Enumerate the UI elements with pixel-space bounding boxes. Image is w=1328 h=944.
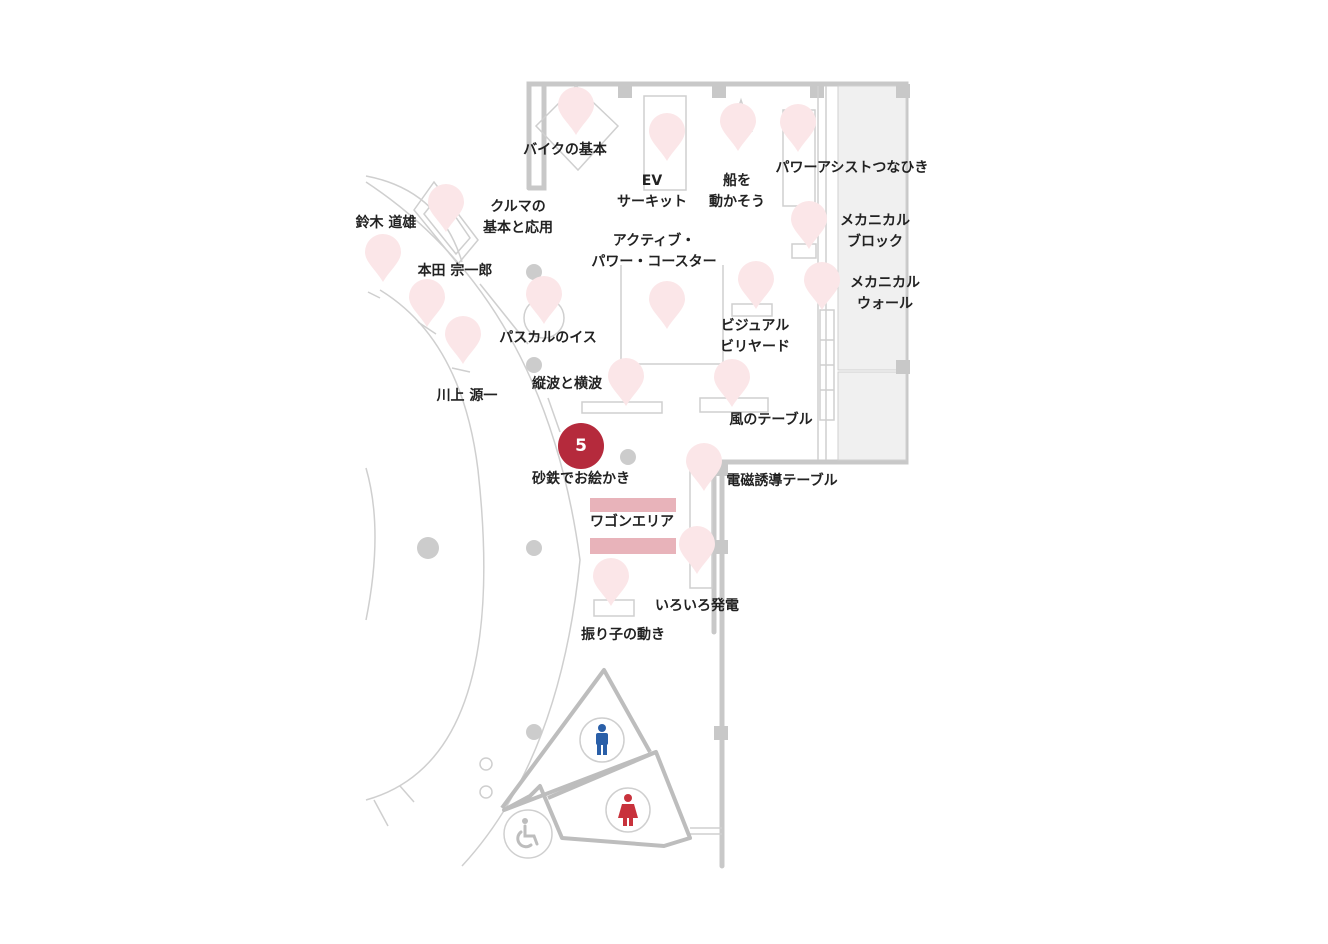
side-panel-lower bbox=[837, 371, 907, 461]
label-line: 本田 宗一郎 bbox=[417, 263, 493, 279]
label-power-assist[interactable]: パワーアシストつなひき bbox=[776, 158, 929, 179]
label-line: 縦波と横波 bbox=[532, 376, 602, 392]
wagon-area-bar-bottom bbox=[590, 538, 676, 554]
label-mechanical-wall[interactable]: メカニカルウォール bbox=[850, 273, 920, 315]
exhibit-pin-icon[interactable] bbox=[409, 279, 445, 327]
label-wagon-area[interactable]: ワゴンエリア bbox=[590, 512, 674, 533]
label-visual-billiards[interactable]: ビジュアルビリヤード bbox=[720, 316, 790, 358]
label-line: メカニカル bbox=[850, 275, 920, 291]
exhibit-pin-icon[interactable] bbox=[428, 184, 464, 232]
label-line: ビリヤード bbox=[720, 339, 790, 355]
label-em-table[interactable]: 電磁誘導テーブル bbox=[726, 471, 837, 492]
exhibit-pin-icon[interactable] bbox=[714, 359, 750, 407]
exhibit-pin-icon[interactable] bbox=[445, 316, 481, 364]
exhibit-pin-icon[interactable] bbox=[608, 358, 644, 406]
exhibit-pin-icon[interactable] bbox=[804, 262, 840, 310]
label-line: ブロック bbox=[847, 234, 903, 250]
label-line: バイクの基本 bbox=[523, 142, 607, 158]
restroom-walls bbox=[500, 668, 692, 848]
wheelchair-icon bbox=[516, 818, 539, 849]
label-waves[interactable]: 縦波と横波 bbox=[532, 374, 602, 395]
exhibit-pin-icon[interactable] bbox=[649, 281, 685, 329]
label-honda[interactable]: 本田 宗一郎 bbox=[418, 261, 493, 282]
label-car-basics[interactable]: クルマの基本と応用 bbox=[483, 197, 553, 239]
exhibit-pin-icon[interactable] bbox=[780, 104, 816, 152]
label-line: ウォール bbox=[857, 296, 913, 312]
label-iron-sand[interactable]: 砂鉄でお絵かき bbox=[532, 469, 630, 490]
men-restroom-icon bbox=[596, 724, 608, 755]
label-power-generation[interactable]: いろいろ発電 bbox=[655, 596, 739, 617]
exhibit-pin-icon[interactable] bbox=[526, 276, 562, 324]
label-suzuki[interactable]: 鈴木 道雄 bbox=[356, 213, 417, 234]
label-pascal-chair[interactable]: パスカルのイス bbox=[499, 328, 597, 349]
exhibit-pin-icon[interactable] bbox=[738, 261, 774, 309]
label-line: 鈴木 道雄 bbox=[355, 215, 417, 231]
label-move-ship[interactable]: 船を動かそう bbox=[709, 171, 765, 213]
label-line: パスカルのイス bbox=[499, 330, 597, 346]
label-ev-circuit[interactable]: EV サーキット bbox=[617, 171, 687, 213]
label-line: 砂鉄でお絵かき bbox=[532, 471, 630, 487]
side-panel-upper bbox=[837, 85, 907, 371]
exhibit-marker-5[interactable]: 5 bbox=[558, 423, 604, 469]
label-line: ワゴンエリア bbox=[590, 514, 674, 530]
label-line: EV bbox=[641, 173, 663, 189]
exhibit-pin-icon[interactable] bbox=[686, 443, 722, 491]
label-line: ビジュアル bbox=[720, 318, 790, 334]
label-active-coaster[interactable]: アクティブ・パワー・コースター bbox=[591, 231, 716, 273]
label-line: パワーアシストつなひき bbox=[775, 160, 929, 176]
wheelchair-icon-circle bbox=[503, 809, 553, 859]
label-bike-basics[interactable]: バイクの基本 bbox=[523, 140, 607, 161]
label-wind-table[interactable]: 風のテーブル bbox=[729, 410, 812, 431]
exhibit-pins bbox=[365, 87, 840, 606]
wall-pillars bbox=[618, 84, 910, 740]
label-line: アクティブ・ bbox=[612, 233, 696, 249]
exhibit-pin-icon[interactable] bbox=[791, 201, 827, 249]
label-line: サーキット bbox=[617, 194, 687, 210]
label-line: メカニカル bbox=[840, 213, 910, 229]
women-restroom-icon bbox=[618, 794, 638, 826]
label-line: 振り子の動き bbox=[581, 627, 665, 643]
label-line: 川上 源一 bbox=[436, 388, 498, 404]
exhibit-pin-icon[interactable] bbox=[649, 113, 685, 161]
label-line: 電磁誘導テーブル bbox=[726, 473, 838, 489]
exhibit-pin-icon[interactable] bbox=[558, 87, 594, 135]
columns bbox=[417, 264, 636, 740]
label-mechanical-block[interactable]: メカニカルブロック bbox=[840, 211, 910, 253]
label-line: 動かそう bbox=[709, 194, 765, 210]
label-line: いろいろ発電 bbox=[655, 598, 739, 614]
label-line: 風のテーブル bbox=[729, 412, 813, 428]
exhibit-pin-icon[interactable] bbox=[365, 234, 401, 282]
label-kawakami[interactable]: 川上 源一 bbox=[437, 386, 498, 407]
wagon-area-bar-top bbox=[590, 498, 676, 512]
exhibit-pin-icon[interactable] bbox=[679, 526, 715, 574]
label-line: クルマの bbox=[490, 199, 546, 215]
exhibit-pin-icon[interactable] bbox=[593, 558, 629, 606]
label-line: パワー・コースター bbox=[591, 254, 717, 270]
exhibit-pin-icon[interactable] bbox=[720, 103, 756, 151]
label-line: 船を bbox=[723, 173, 751, 189]
label-pendulum[interactable]: 振り子の動き bbox=[581, 625, 665, 646]
label-line: 基本と応用 bbox=[483, 220, 553, 236]
